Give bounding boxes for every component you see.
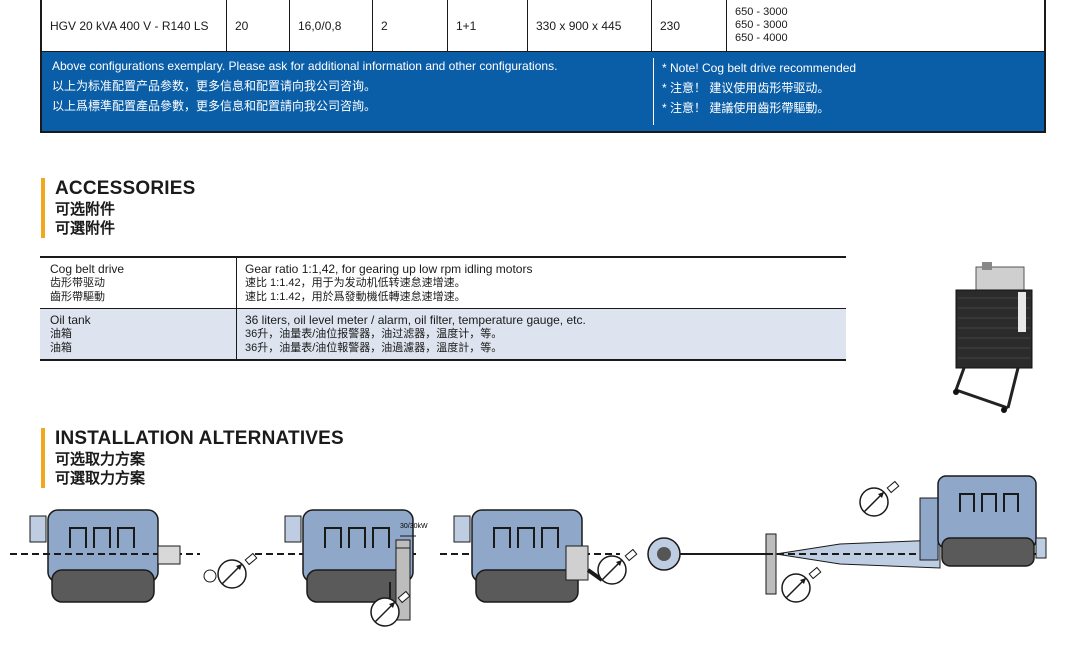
name-en: Cog belt drive xyxy=(50,262,125,276)
section-title-simplified: 可选取力方案 xyxy=(55,451,146,468)
install-option-2: 30/30kW xyxy=(255,509,428,627)
desc-zh-t: 速比 1:1.42，用於爲發動機低轉速怠速增速。 xyxy=(245,291,466,303)
power-label: 30/30kW xyxy=(400,523,428,530)
desc-zh-s: 36升，油量表/油位报警器，油过滤器，温度计，等。 xyxy=(245,328,503,340)
table-row: HGV 20 kVA 400 V - R140 LS 20 16,0/0,8 2… xyxy=(42,0,1044,52)
name-zh-s: 油箱 xyxy=(50,328,72,340)
accessories-table: Cog belt drive 齿形带驱动 齒形帶驅動 Gear ratio 1:… xyxy=(40,256,846,361)
weight-cell: 230 xyxy=(652,0,727,51)
table-row: Oil tank 油箱 油箱 36 liters, oil level mete… xyxy=(40,308,846,359)
section-title-traditional: 可選附件 xyxy=(55,220,116,237)
section-title-traditional: 可選取力方案 xyxy=(55,470,146,487)
rpm-cell: 650 - 3000 650 - 3000 650 - 4000 xyxy=(727,0,1044,51)
note-line: * 注意！ 建议使用齿形带驱动。 xyxy=(662,81,830,95)
section-title: ACCESSORIES xyxy=(55,178,196,199)
name-zh-s: 齿形带驱动 xyxy=(50,277,105,289)
name-en: Oil tank xyxy=(50,313,91,327)
ratio-cell: 16,0/0,8 xyxy=(290,0,373,51)
accessory-name: Cog belt drive 齿形带驱动 齒形帶驅動 xyxy=(40,258,237,308)
model-cell: HGV 20 kVA 400 V - R140 LS xyxy=(42,0,227,51)
notes-bar: Above configurations exemplary. Please a… xyxy=(42,52,1044,131)
accessory-name: Oil tank 油箱 油箱 xyxy=(40,309,237,359)
desc-en: 36 liters, oil level meter / alarm, oil … xyxy=(245,313,586,327)
rpm-value: 650 - 3000 xyxy=(735,6,788,18)
install-option-1 xyxy=(10,509,258,603)
config-cell: 1+1 xyxy=(448,0,528,51)
accessory-desc: Gear ratio 1:1,42, for gearing up low rp… xyxy=(237,258,846,308)
name-zh-t: 油箱 xyxy=(50,342,72,354)
rpm-value: 650 - 4000 xyxy=(735,32,788,44)
installation-heading: INSTALLATION ALTERNATIVES 可选取力方案 可選取力方案 xyxy=(41,428,344,488)
note-line: * Note! Cog belt drive recommended xyxy=(662,61,857,75)
install-option-3 xyxy=(440,509,638,603)
installation-diagram: 30/30kW xyxy=(10,475,1047,627)
kva-cell: 20 xyxy=(227,0,290,51)
dims-cell: 330 x 900 x 445 xyxy=(528,0,652,51)
install-option-4 xyxy=(647,475,1047,603)
spec-table: HGV 20 kVA 400 V - R140 LS 20 16,0/0,8 2… xyxy=(40,0,1046,133)
name-zh-t: 齒形帶驅動 xyxy=(50,291,105,303)
note-line: Above configurations exemplary. Please a… xyxy=(52,59,558,73)
notes-right: * Note! Cog belt drive recommended * 注意！… xyxy=(653,58,1044,125)
accessory-desc: 36 liters, oil level meter / alarm, oil … xyxy=(237,309,846,359)
note-line: 以上爲標準配置產品參數，更多信息和配置請向我公司咨詢。 xyxy=(52,99,377,113)
oil-tank-image xyxy=(953,262,1033,413)
desc-zh-s: 速比 1:1.42，用于为发动机低转速怠速增速。 xyxy=(245,277,466,289)
note-line: 以上为标准配置产品参数，更多信息和配置请向我公司咨询。 xyxy=(52,79,377,93)
table-row: Cog belt drive 齿形带驱动 齒形帶驅動 Gear ratio 1:… xyxy=(40,258,846,308)
note-line: * 注意！ 建議使用齒形帶驅動。 xyxy=(662,101,830,115)
rpm-value: 650 - 3000 xyxy=(735,19,788,31)
section-title: INSTALLATION ALTERNATIVES xyxy=(55,428,344,449)
notes-left: Above configurations exemplary. Please a… xyxy=(42,52,653,131)
desc-zh-t: 36升，油量表/油位報警器，油過濾器，溫度計，等。 xyxy=(245,342,503,354)
section-title-simplified: 可选附件 xyxy=(55,201,116,218)
accessories-heading: ACCESSORIES 可选附件 可選附件 xyxy=(41,178,196,238)
qty-cell: 2 xyxy=(373,0,448,51)
desc-en: Gear ratio 1:1,42, for gearing up low rp… xyxy=(245,262,533,276)
